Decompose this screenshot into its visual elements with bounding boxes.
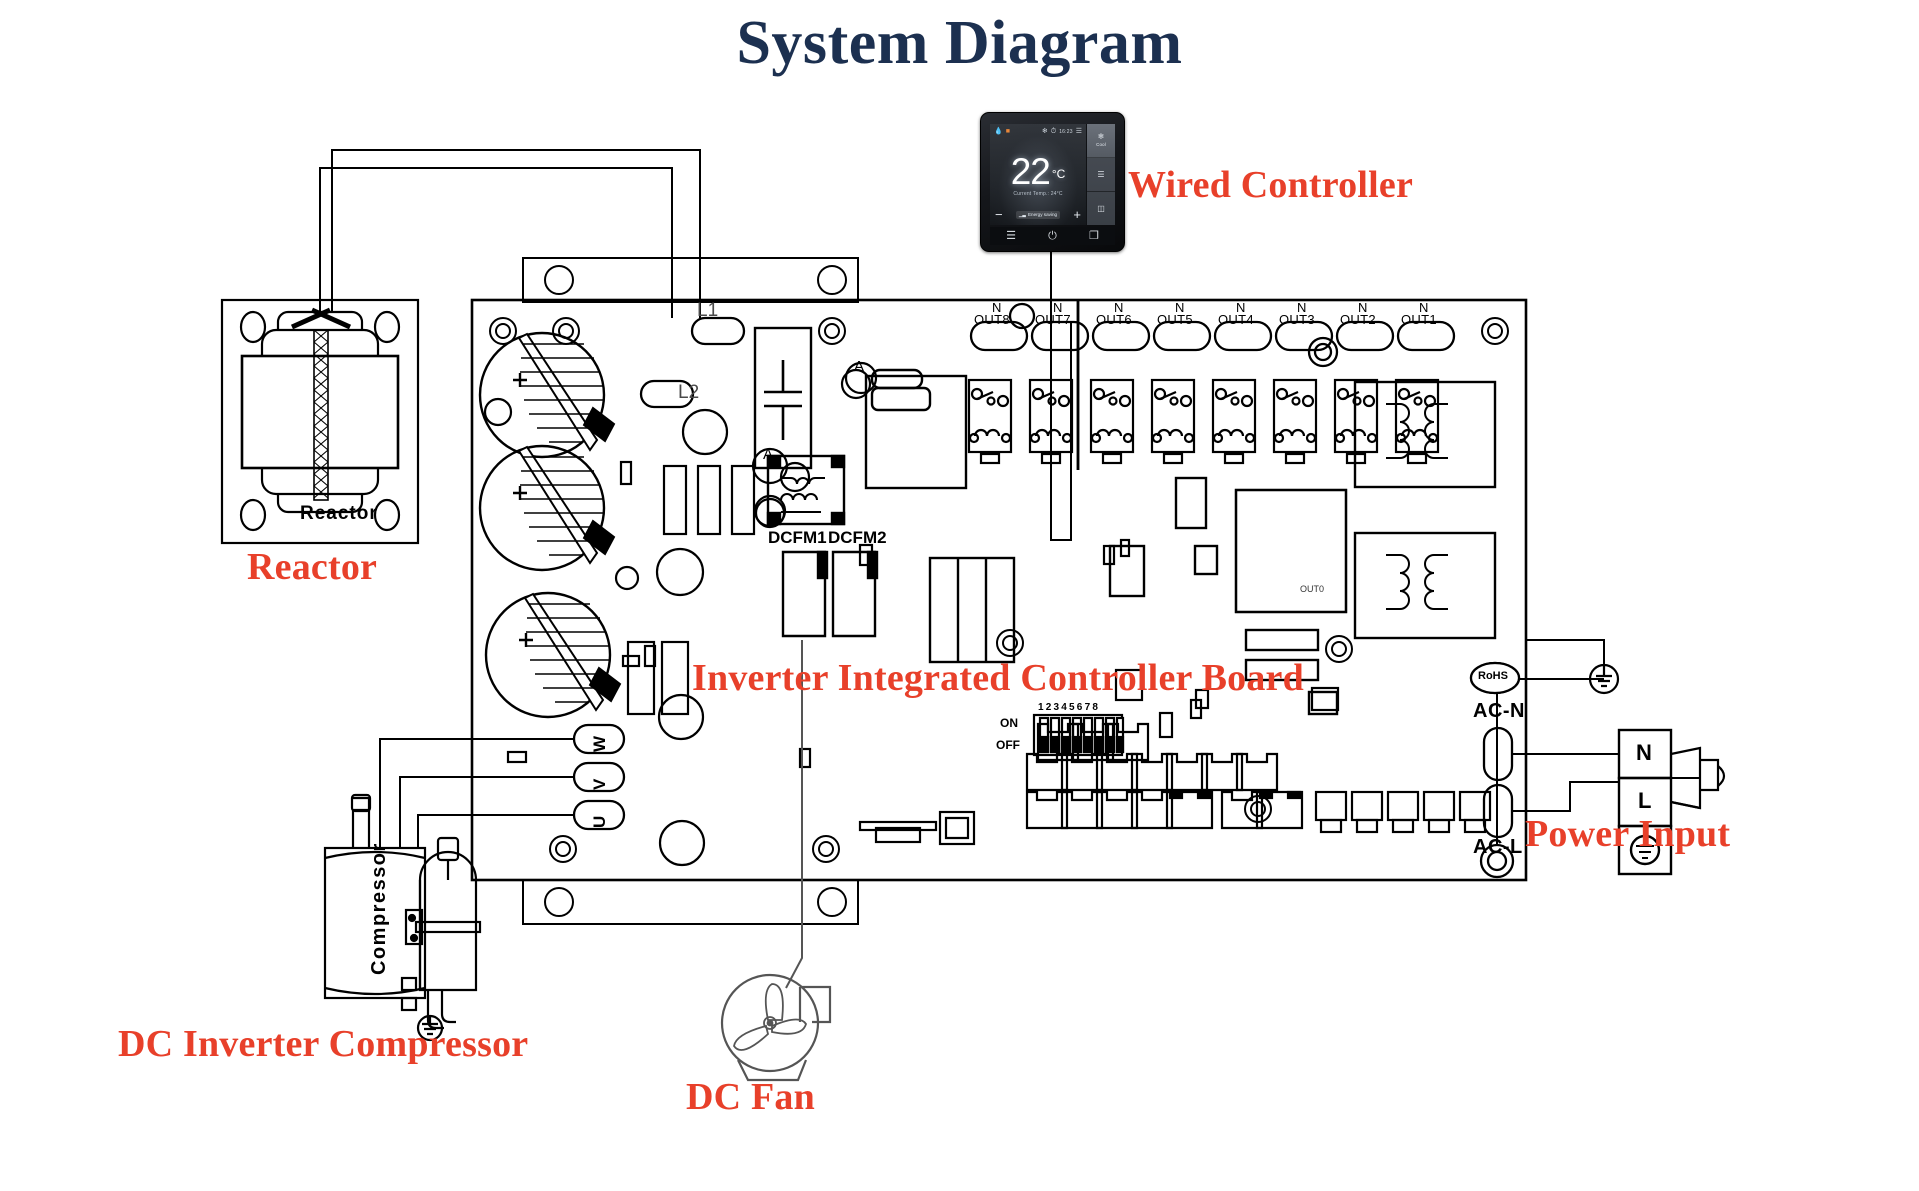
- temperature-readout: 22°C Current Temp.: 24°C: [990, 151, 1086, 198]
- dip-on-label: ON: [1000, 716, 1018, 730]
- terminal-out1-label: OUT1: [1401, 312, 1437, 327]
- right-transformers: [1353, 380, 1497, 640]
- controller-status-bar: 💧 ■ ❄ ⏱ 16:23 ☰: [990, 126, 1086, 137]
- marker-a-label-2: A: [763, 446, 774, 463]
- fan-driver-transformer: [766, 454, 846, 526]
- reactor-body-label: Reactor: [300, 503, 378, 524]
- temperature-value: 22: [1010, 151, 1051, 192]
- compressor-unit: [323, 793, 482, 1042]
- terminal-n-label-5: N: [1175, 300, 1185, 315]
- compressor-wires: [379, 738, 574, 848]
- controller-mode-sidebar: ❄ Cool ☰ ◫: [1086, 124, 1115, 225]
- controller-clock: 16:23: [1059, 128, 1073, 135]
- output-terminal-pads: [969, 302, 1456, 368]
- terminal-out4-label: OUT4: [1218, 312, 1254, 327]
- marker-a-label-1: A: [854, 358, 865, 375]
- board-mounting-holes: [489, 317, 1509, 863]
- swing-icon: ◫: [1097, 203, 1105, 213]
- reactor-wires: [319, 149, 701, 318]
- inductor-l2-label: L2: [678, 382, 700, 403]
- terminal-out8-label: OUT8: [974, 312, 1010, 327]
- dip-number-row: 12345678: [1038, 702, 1101, 713]
- swing-button[interactable]: ◫: [1087, 192, 1115, 225]
- callout-reactor: Reactor: [247, 546, 378, 588]
- inductor-terminals: [639, 316, 746, 409]
- controller-board-outline: [470, 298, 1528, 882]
- callout-controller-board: Inverter Integrated Controller Board: [692, 657, 1304, 699]
- terminal-out6-label: OUT6: [1096, 312, 1132, 327]
- callout-dc-compressor: DC Inverter Compressor: [118, 1023, 529, 1065]
- edge-components: [619, 460, 1203, 720]
- terminal-n-label-1: N: [1419, 300, 1429, 315]
- temp-decrease-button[interactable]: −: [995, 207, 1003, 222]
- controller-key-row: ☰ ⏻ ❐: [990, 227, 1115, 245]
- page-title: System Diagram: [736, 9, 1183, 77]
- dip-off-label: OFF: [996, 738, 1020, 752]
- resistor-blocks: [626, 464, 756, 716]
- wifi-icon: ☰: [1075, 128, 1082, 135]
- mode-button-cool[interactable]: ❄ Cool: [1087, 124, 1115, 158]
- terminal-n-label-6: N: [1114, 300, 1124, 315]
- temperature-unit: °C: [1051, 166, 1066, 181]
- current-temperature-text: Current Temp.: 24°C: [1013, 191, 1063, 198]
- compressor-body-label: Compressor: [368, 842, 390, 975]
- rohs-badge: [1469, 661, 1521, 695]
- film-capacitor: [753, 326, 813, 470]
- terminal-n-label-8: N: [992, 300, 1002, 315]
- signal-icon: ▁▃: [1018, 211, 1026, 217]
- mode-button-cool-label: Cool: [1096, 142, 1106, 148]
- timer-icon: ⏱: [1050, 128, 1057, 135]
- energy-saving-label: Energy saving: [1027, 212, 1058, 217]
- temp-increase-button[interactable]: +: [1073, 207, 1081, 222]
- callout-wired-controller: Wired Controller: [1128, 164, 1414, 206]
- controller-bottom-row: − ▁▃ Energy saving +: [990, 208, 1086, 221]
- terminal-n-label-7: N: [1053, 300, 1063, 315]
- electrolytic-capacitors: [478, 331, 622, 719]
- fresh-air-icon: ❄: [1041, 128, 1048, 135]
- marker-pads: [751, 361, 878, 528]
- phase-w-label: W: [590, 735, 609, 752]
- wired-controller-lead: [1050, 250, 1072, 541]
- controller-screen[interactable]: 💧 ■ ❄ ⏱ 16:23 ☰ 22°C Current Temp.: 24°C: [990, 124, 1115, 225]
- fan-speed-icon: ☰: [1097, 169, 1105, 179]
- snowflake-icon: ❄: [1097, 132, 1105, 142]
- power-key[interactable]: ⏻: [1048, 229, 1057, 242]
- dc-fan-unit: [720, 973, 832, 1082]
- humidity-icon: 💧: [994, 128, 1003, 135]
- rohs-label: RoHS: [1478, 670, 1508, 682]
- heat-icon: ■: [1005, 128, 1010, 135]
- connector-headers: [1025, 722, 1492, 834]
- terminal-n-label-4: N: [1236, 300, 1246, 315]
- fan-speed-button[interactable]: ☰: [1087, 158, 1115, 192]
- phase-u-label: U: [590, 815, 609, 828]
- controller-display-area: 💧 ■ ❄ ⏱ 16:23 ☰ 22°C Current Temp.: 24°C: [990, 124, 1086, 225]
- energy-saving-badge: ▁▃ Energy saving: [1015, 210, 1061, 219]
- callout-power-input: Power Input: [1525, 813, 1731, 855]
- ac-n-terminal-label: AC-N: [1473, 700, 1525, 722]
- terminal-out3-label: OUT3: [1279, 312, 1315, 327]
- relay-array: [967, 300, 1440, 470]
- board-misc-text: OUT0: [1300, 584, 1325, 594]
- terminal-n-label-2: N: [1358, 300, 1368, 315]
- terminal-out5-label: OUT5: [1157, 312, 1193, 327]
- terminal-block-l-label: L: [1638, 788, 1652, 813]
- phase-v-label: V: [590, 778, 609, 790]
- terminal-out2-label: OUT2: [1340, 312, 1376, 327]
- ac-l-terminal-label: AC-L: [1473, 836, 1523, 858]
- menu-key[interactable]: ☰: [1006, 229, 1016, 242]
- wired-controller-device[interactable]: 💧 ■ ❄ ⏱ 16:23 ☰ 22°C Current Temp.: 24°C: [980, 112, 1125, 252]
- dcfm2-label: DCFM2: [828, 528, 887, 547]
- terminal-block-n-label: N: [1636, 740, 1652, 765]
- terminal-out7-label: OUT7: [1035, 312, 1071, 327]
- power-terminal-block: [1617, 728, 1673, 876]
- schedule-key[interactable]: ❐: [1089, 229, 1099, 242]
- terminal-n-label-3: N: [1297, 300, 1307, 315]
- inductor-l1-label: L1: [697, 300, 719, 321]
- dcfm1-label: DCFM1: [768, 528, 827, 547]
- callout-dc-fan: DC Fan: [686, 1076, 815, 1118]
- right-edge-components: [1114, 488, 1348, 712]
